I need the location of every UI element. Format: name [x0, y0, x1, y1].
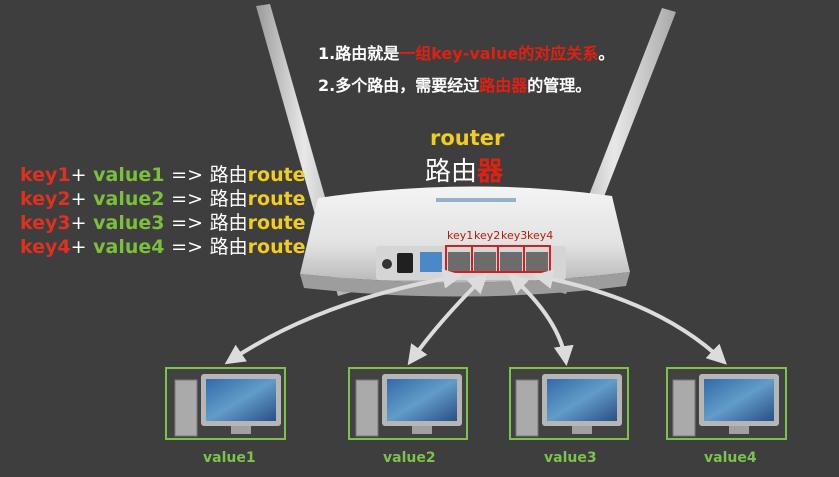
link-arrow-2 [407, 273, 488, 366]
mapping-plus: + [70, 236, 87, 258]
mapping-route: route [247, 164, 306, 186]
mapping-plus: + [70, 188, 87, 210]
mapping-route: route [247, 236, 306, 258]
computer-label-4: value4 [704, 450, 757, 466]
note-line-2: 2.多个路由，需要经过路由器的管理。 [318, 72, 591, 96]
computer-frame-4 [666, 367, 787, 440]
router-title: router [430, 126, 505, 150]
mapping-plus: + [70, 212, 87, 234]
note-line-1: 1.路由就是一组key-value的对应关系。 [318, 40, 614, 64]
mapping-key: key1 [20, 164, 71, 186]
computer-label-3: value3 [544, 450, 597, 466]
mapping-value: value1 [93, 164, 165, 186]
mapping-plus: + [70, 164, 87, 186]
note-2-end: 的管理。 [527, 76, 592, 95]
mapping-arrow: => [171, 188, 203, 210]
router-title-chinese: 路由器 [425, 151, 503, 188]
mapping-route-cn: 路由 [209, 188, 248, 210]
mapping-route: route [247, 188, 306, 210]
mapping-key: key3 [20, 212, 71, 234]
mapping-row-2: key2+ value2 => 路由route [20, 184, 306, 211]
port-label-3: key3 [501, 229, 528, 242]
computer-frame-3 [509, 367, 629, 440]
router-cn-main: 路由 [425, 157, 478, 187]
mapping-arrow: => [171, 164, 203, 186]
computer-frame-2 [348, 367, 468, 440]
computer-frame-1 [165, 367, 286, 440]
mapping-route: route [247, 212, 306, 234]
note-1-text: 1.路由就是 [318, 44, 400, 63]
port-label-1: key1 [447, 229, 474, 242]
computer-3-icon [515, 374, 622, 437]
mapping-value: value3 [93, 212, 165, 234]
mapping-row-1: key1+ value1 => 路由route [20, 160, 306, 187]
note-2-text: 2.多个路由，需要经过 [318, 76, 480, 95]
mapping-key: key2 [20, 188, 71, 210]
mapping-row-3: key3+ value3 => 路由route [20, 208, 306, 235]
computer-label-1: value1 [203, 450, 256, 466]
mapping-arrow: => [171, 212, 203, 234]
port-label-2: key2 [474, 229, 501, 242]
mapping-value: value2 [93, 188, 165, 210]
mapping-arrow: => [171, 236, 203, 258]
note-1-highlight: 一组key-value的对应关系 [399, 44, 599, 63]
mapping-key: key4 [20, 236, 71, 258]
mapping-value: value4 [93, 236, 165, 258]
note-2-highlight: 路由器 [479, 76, 528, 95]
computer-1-icon [174, 374, 281, 437]
computer-4-icon [672, 374, 779, 437]
port-label-4: key4 [527, 229, 554, 242]
mapping-route-cn: 路由 [209, 164, 248, 186]
computer-2-icon [355, 374, 462, 437]
mapping-route-cn: 路由 [209, 236, 248, 258]
mapping-row-4: key4+ value4 => 路由route [20, 232, 306, 259]
note-1-end: 。 [598, 44, 615, 63]
computer-label-2: value2 [383, 450, 436, 466]
router-cn-highlight: 器 [477, 157, 504, 187]
link-arrow-4 [533, 269, 727, 365]
mapping-route-cn: 路由 [209, 212, 248, 234]
